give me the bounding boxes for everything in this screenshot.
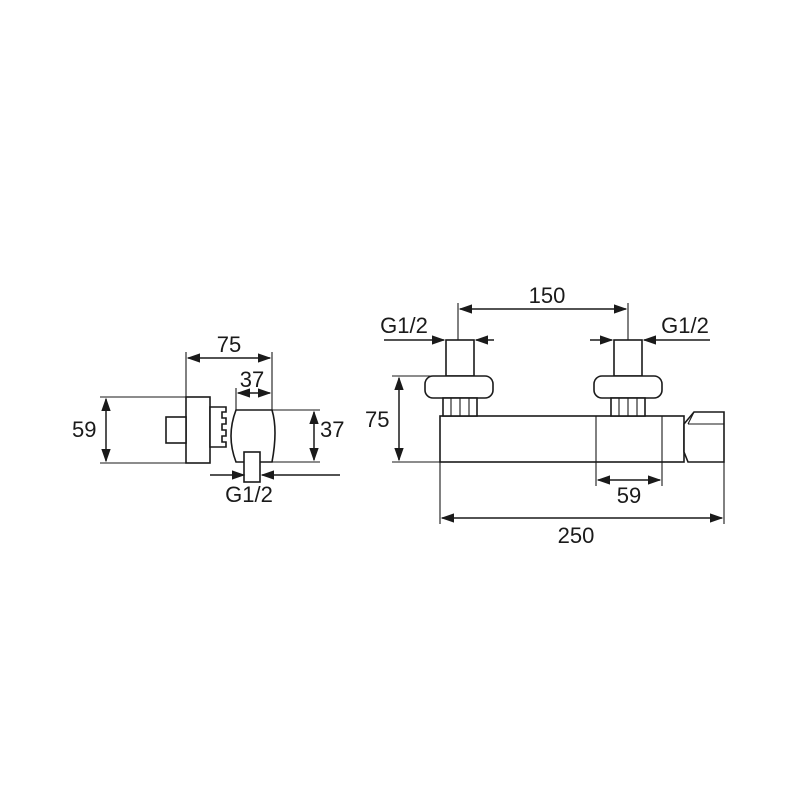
front-left-inlet-thread: G1/2 xyxy=(380,313,428,338)
front-right-union-body xyxy=(613,339,643,377)
front-body xyxy=(439,415,685,463)
dim-front-250: 250 xyxy=(558,523,595,548)
front-left-union-body xyxy=(445,339,475,377)
side-view: 75 37 59 37 G1/2 xyxy=(72,332,344,507)
side-wall-stub xyxy=(165,416,187,444)
dim-front-150: 150 xyxy=(529,283,566,308)
dim-side-37-v: 37 xyxy=(320,417,344,442)
dim-front-59: 59 xyxy=(617,483,641,508)
dim-front-75: 75 xyxy=(365,407,389,432)
front-right-rosette xyxy=(593,375,663,399)
front-right-inlet-thread: G1/2 xyxy=(661,313,709,338)
front-left-rosette xyxy=(424,375,494,399)
front-view: 150 G1/2 G1/2 75 59 250 xyxy=(365,283,725,548)
side-wall-plate xyxy=(185,396,211,464)
dim-side-37-h: 37 xyxy=(240,367,264,392)
side-nut xyxy=(209,406,227,448)
dim-side-75: 75 xyxy=(217,332,241,357)
side-outlet-pipe xyxy=(243,451,261,483)
dim-side-59: 59 xyxy=(72,417,96,442)
side-outlet-thread: G1/2 xyxy=(225,482,273,507)
